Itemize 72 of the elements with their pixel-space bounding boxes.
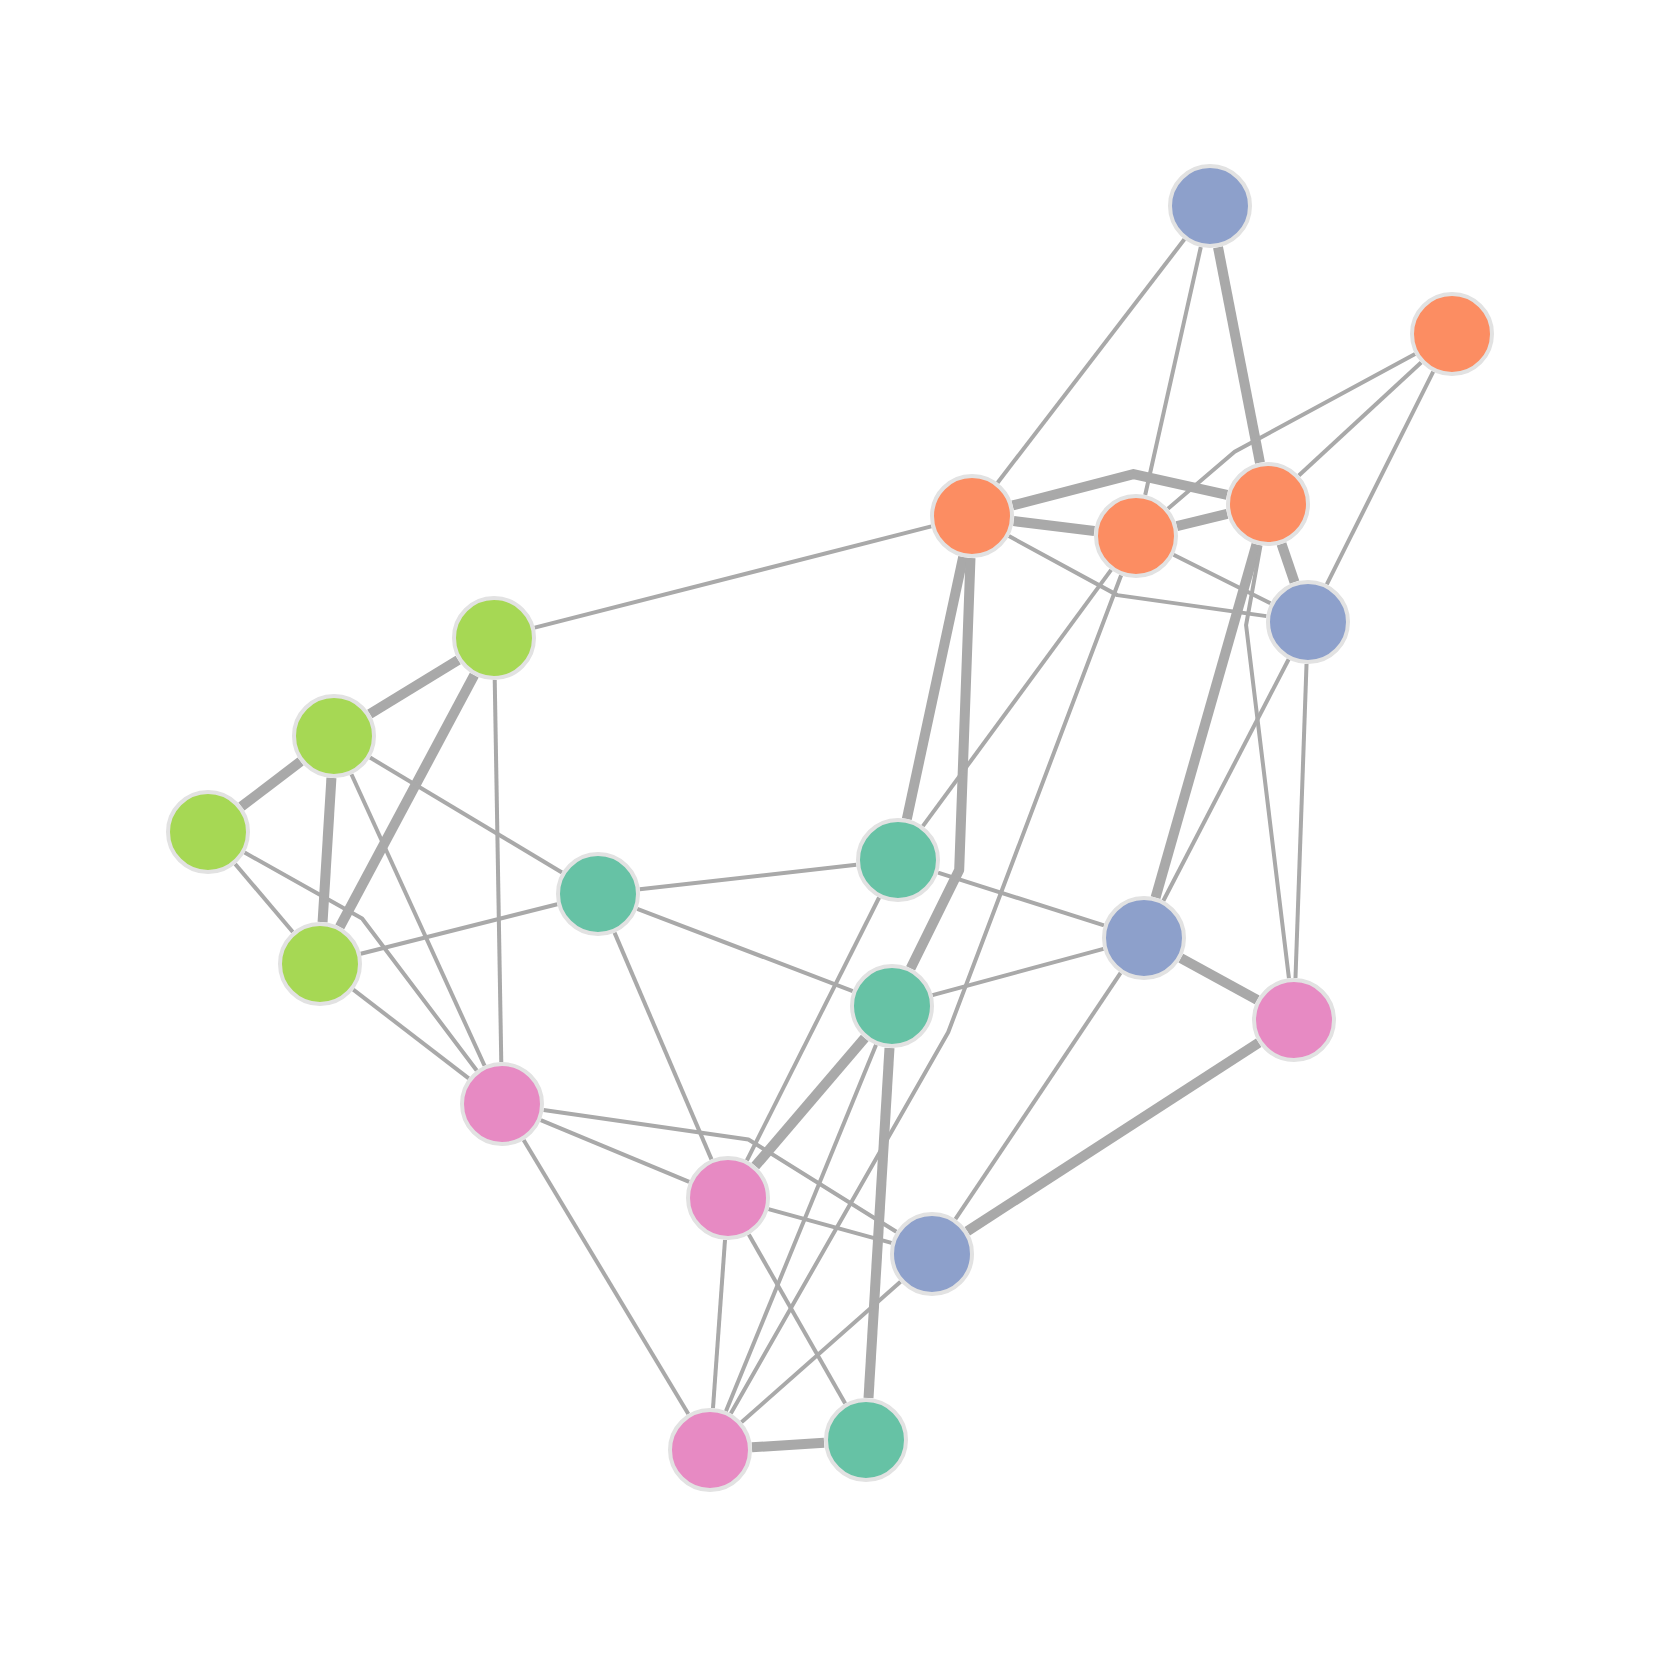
circle-node bbox=[1252, 978, 1336, 1062]
connecting-line bbox=[932, 947, 1104, 997]
connecting-line bbox=[964, 1038, 1262, 1236]
circle-node bbox=[292, 694, 376, 778]
circle-node bbox=[856, 818, 940, 902]
connecting-line bbox=[1297, 361, 1423, 477]
circle-node bbox=[850, 964, 934, 1048]
connecting-line bbox=[906, 557, 976, 971]
connecting-line bbox=[543, 1108, 898, 1234]
connecting-line bbox=[238, 757, 304, 811]
circle-node bbox=[1102, 896, 1186, 980]
connecting-line bbox=[243, 850, 479, 1072]
connecting-line bbox=[747, 1233, 847, 1405]
connecting-line bbox=[1213, 246, 1265, 464]
circle-node bbox=[890, 1212, 974, 1296]
circle-node bbox=[166, 790, 250, 874]
circle-node bbox=[452, 596, 536, 680]
connecting-line bbox=[937, 870, 1105, 928]
connecting-line bbox=[1325, 370, 1435, 586]
circle-node bbox=[1226, 462, 1310, 546]
connecting-line bbox=[1143, 246, 1203, 496]
connecting-line bbox=[1011, 469, 1229, 511]
circle-node bbox=[930, 474, 1014, 558]
connecting-line bbox=[639, 862, 857, 892]
connecting-line bbox=[901, 556, 969, 820]
connecting-line bbox=[335, 672, 479, 930]
connecting-line bbox=[369, 755, 563, 875]
circle-node bbox=[556, 852, 640, 936]
connecting-line bbox=[534, 524, 932, 630]
connecting-line bbox=[1166, 352, 1417, 511]
connecting-line bbox=[729, 574, 1123, 1415]
connecting-line bbox=[751, 1437, 825, 1453]
connecting-line bbox=[352, 988, 470, 1080]
connecting-line bbox=[492, 679, 504, 1063]
connecting-line bbox=[317, 777, 337, 923]
connecting-line bbox=[1276, 542, 1300, 584]
connecting-line bbox=[953, 971, 1123, 1221]
connecting-line bbox=[711, 1239, 727, 1409]
circle-node bbox=[460, 1062, 544, 1146]
connecting-line bbox=[1175, 509, 1229, 531]
connecting-line bbox=[1178, 953, 1260, 1005]
connecting-line bbox=[360, 902, 558, 956]
connecting-line bbox=[636, 907, 854, 993]
connecting-line bbox=[921, 568, 1113, 828]
circle-node bbox=[1168, 164, 1252, 248]
connecting-line bbox=[1161, 658, 1291, 902]
circle-node bbox=[824, 1398, 908, 1482]
connecting-line bbox=[233, 862, 295, 934]
connecting-line bbox=[540, 1118, 690, 1184]
connecting-line bbox=[349, 773, 487, 1067]
circle-node bbox=[1266, 580, 1350, 664]
connecting-line bbox=[1293, 663, 1309, 979]
connecting-line bbox=[767, 1207, 893, 1245]
connecting-line bbox=[745, 896, 881, 1162]
circle-node bbox=[278, 922, 362, 1006]
circle-node bbox=[686, 1156, 770, 1240]
circle-node bbox=[1094, 494, 1178, 578]
connecting-line bbox=[996, 238, 1186, 484]
connecting-line bbox=[1244, 544, 1291, 979]
connecting-line bbox=[367, 655, 461, 719]
connecting-line bbox=[612, 931, 714, 1161]
connecting-line bbox=[1013, 516, 1095, 536]
connecting-line bbox=[1007, 534, 1267, 619]
connecting-line bbox=[1150, 543, 1262, 899]
connecting-line bbox=[724, 1044, 878, 1412]
circle-node bbox=[1410, 292, 1494, 376]
connecting-line bbox=[751, 1034, 869, 1170]
connecting-line bbox=[521, 1138, 691, 1416]
circle-node bbox=[668, 1408, 752, 1492]
connecting-line bbox=[863, 1047, 895, 1399]
connecting-line bbox=[1172, 553, 1272, 605]
connecting-line bbox=[740, 1280, 902, 1424]
